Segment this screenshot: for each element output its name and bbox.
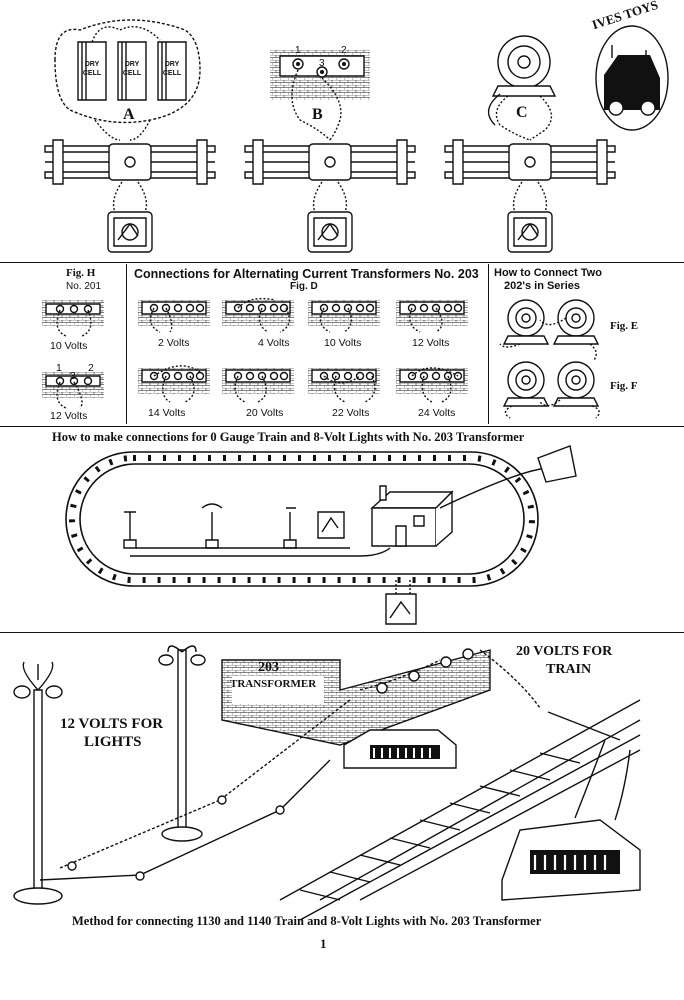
fig-c-drawing xyxy=(489,36,555,140)
lamp-post-right xyxy=(159,646,205,841)
fig-h-volt-1: 10 Volts xyxy=(50,340,88,352)
series-heading-line-2: 202's in Series xyxy=(504,280,581,292)
divider-v-left xyxy=(126,264,127,424)
fig-h-term-1: 1 xyxy=(56,362,62,374)
train-label-line-1: 20 VOLTS FOR xyxy=(516,644,613,659)
fig-f-label: Fig. F xyxy=(610,380,638,392)
fig-h-term-2: 2 xyxy=(88,362,94,374)
fig-b-label: B xyxy=(312,106,323,123)
dry-cell-word-2a: DRY xyxy=(124,61,140,68)
divider-2 xyxy=(0,426,684,427)
transformer-label-text: TRANSFORMER xyxy=(230,678,317,690)
top-figures-drawing xyxy=(44,0,684,253)
lights-label-line-1: 12 VOLTS FOR xyxy=(60,716,164,732)
fig-d-volt-2: 2 Volts xyxy=(158,337,190,349)
terminal-3-label: 3 xyxy=(319,58,325,69)
transformer-label-number: 203 xyxy=(258,660,279,675)
fig-c-label: C xyxy=(516,104,528,121)
fig-h-subtitle: No. 201 xyxy=(66,281,102,292)
dry-cell-word-1a: DRY xyxy=(84,61,100,68)
fig-d-volt-4: 4 Volts xyxy=(258,337,290,349)
fig-e-label: Fig. E xyxy=(610,320,639,332)
connections-drawing xyxy=(41,0,684,430)
fig-h-title: Fig. H xyxy=(66,267,96,279)
dry-cell-word-3a: DRY xyxy=(164,61,180,68)
oval-lamps xyxy=(124,504,296,548)
dry-cell-label-3: DRY CELL xyxy=(162,60,182,78)
terminal-1-label: 1 xyxy=(295,45,301,56)
fig-d-heading: Connections for Alternating Current Tran… xyxy=(134,267,479,281)
dry-cell-word-1b: CELL xyxy=(82,70,102,77)
bottom-caption: Method for connecting 1130 and 1140 Trai… xyxy=(72,914,542,928)
fig-h-term-3: 3 xyxy=(70,370,76,382)
fig-h-volt-2: 12 Volts xyxy=(50,410,88,422)
divider-1 xyxy=(0,262,684,263)
fig-a-label: A xyxy=(123,106,135,123)
series-heading-line-1: How to Connect Two xyxy=(494,267,602,279)
oval-house xyxy=(372,486,452,546)
dry-cell-word-3b: CELL xyxy=(162,70,182,77)
divider-3 xyxy=(0,632,684,633)
terminal-2-label: 2 xyxy=(341,45,347,56)
fig-d-volt-12: 12 Volts xyxy=(412,337,450,349)
fig-d-volt-24: 24 Volts xyxy=(418,407,456,419)
fig-d-volt-14: 14 Volts xyxy=(148,407,186,419)
fig-a-drawing xyxy=(55,20,200,140)
dry-cell-word-2b: CELL xyxy=(122,70,142,77)
oval-track-drawing xyxy=(0,0,684,640)
fig-d-volt-10: 10 Volts xyxy=(324,337,362,349)
page-number: 1 xyxy=(320,936,327,951)
fig-d-volt-22: 22 Volts xyxy=(332,407,370,419)
dry-cell-label-2: DRY CELL xyxy=(122,60,142,78)
fig-d-subtitle: Fig. D xyxy=(290,281,318,292)
oval-heading: How to make connections for 0 Gauge Trai… xyxy=(52,430,525,444)
lights-label-line-2: LIGHTS xyxy=(84,734,142,750)
fig-b-drawing xyxy=(270,50,370,140)
dry-cell-label-1: DRY CELL xyxy=(82,60,102,78)
divider-v-right xyxy=(488,264,489,424)
lamp-post-left xyxy=(14,662,62,904)
fig-d-volt-20: 20 Volts xyxy=(246,407,284,419)
train-label-line-2: TRAIN xyxy=(546,662,592,677)
ives-logo-drawing xyxy=(596,26,668,130)
